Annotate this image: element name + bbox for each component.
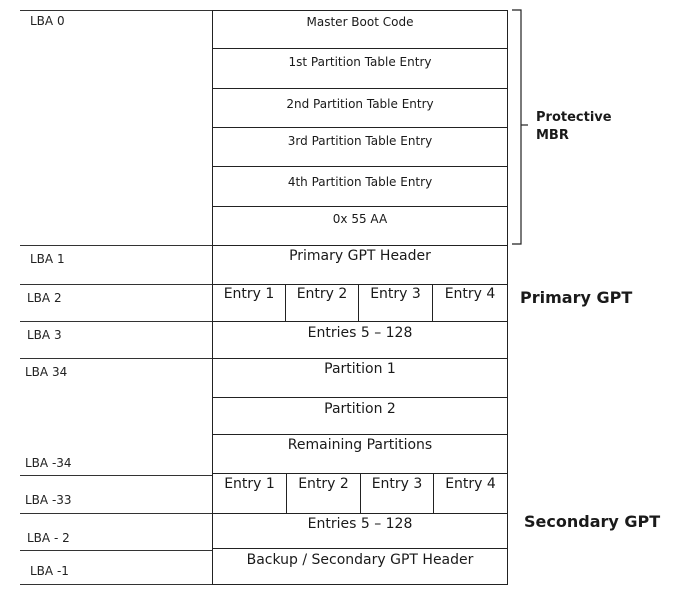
entry-divider: [286, 473, 287, 513]
mbr-master-boot-code: Master Boot Code: [306, 15, 414, 29]
row-divider: [212, 548, 508, 549]
lba-guide-line: [20, 321, 212, 322]
mbr-partition-entry-3: 3rd Partition Table Entry: [287, 134, 433, 148]
partition-2: Partition 2: [324, 401, 396, 417]
protective-mbr-bracket: [512, 9, 528, 245]
row-divider: [212, 321, 508, 322]
row-divider: [212, 166, 508, 167]
mbr-partition-entry-4: 4th Partition Table Entry: [287, 175, 433, 189]
mbr-signature: 0x 55 AA: [332, 212, 388, 226]
protective-label: Protective: [536, 110, 612, 125]
row-divider: [212, 127, 508, 128]
row-divider: [212, 513, 508, 514]
lba-guide-line: [20, 284, 212, 285]
lba-label: LBA - 2: [27, 531, 70, 545]
row-divider: [212, 434, 508, 435]
secondary-gpt-header: Backup / Secondary GPT Header: [246, 552, 474, 568]
secondary-gpt-label: Secondary GPT: [524, 512, 661, 531]
row-divider: [212, 397, 508, 398]
row-divider: [212, 88, 508, 89]
partition-1: Partition 1: [324, 361, 396, 377]
lba-label: LBA 2: [27, 291, 62, 305]
mbr-partition-entry-2: 2nd Partition Table Entry: [286, 97, 434, 111]
remaining-partitions: Remaining Partitions: [287, 437, 433, 453]
row-divider: [212, 48, 508, 49]
lba-label: LBA 3: [27, 328, 62, 342]
entry-divider: [433, 473, 434, 513]
entry-divider: [360, 473, 361, 513]
primary-entry-1: Entry 1: [223, 286, 275, 302]
secondary-entry-4: Entry 4: [445, 476, 496, 492]
lba-label: LBA -34: [25, 456, 72, 470]
lba-label: LBA -33: [25, 493, 72, 507]
lba-guide-line: [20, 513, 212, 514]
secondary-entry-3: Entry 3: [371, 476, 423, 492]
lba-guide-line: [20, 10, 212, 11]
lba-label: LBA 34: [25, 365, 68, 379]
entry-divider: [358, 284, 359, 321]
primary-gpt-header: Primary GPT Header: [289, 248, 431, 264]
lba-guide-line: [20, 245, 212, 246]
lba-guide-line: [20, 475, 212, 476]
row-divider: [212, 358, 508, 359]
lba-label: LBA -1: [30, 564, 69, 578]
lba-guide-line: [20, 550, 212, 551]
primary-gpt-label: Primary GPT: [520, 288, 633, 307]
row-divider: [212, 284, 508, 285]
mbr-partition-entry-1: 1st Partition Table Entry: [288, 55, 432, 69]
entry-divider: [432, 284, 433, 321]
disk-layout-table: [212, 10, 508, 585]
secondary-entry-1: Entry 1: [224, 476, 275, 492]
row-divider: [212, 206, 508, 207]
row-divider: [212, 245, 508, 246]
secondary-entry-2: Entry 2: [298, 476, 349, 492]
entry-divider: [285, 284, 286, 321]
lba-label: LBA 0: [30, 14, 65, 28]
secondary-entries-rest: Entries 5 – 128: [307, 516, 413, 532]
mbr-label: MBR: [536, 128, 569, 143]
lba-guide-line: [20, 584, 212, 585]
primary-entry-2: Entry 2: [296, 286, 348, 302]
lba-guide-line: [20, 358, 212, 359]
lba-label: LBA 1: [30, 252, 65, 266]
primary-entry-4: Entry 4: [444, 286, 496, 302]
primary-entries-rest: Entries 5 – 128: [307, 325, 413, 341]
primary-entry-3: Entry 3: [370, 286, 421, 302]
